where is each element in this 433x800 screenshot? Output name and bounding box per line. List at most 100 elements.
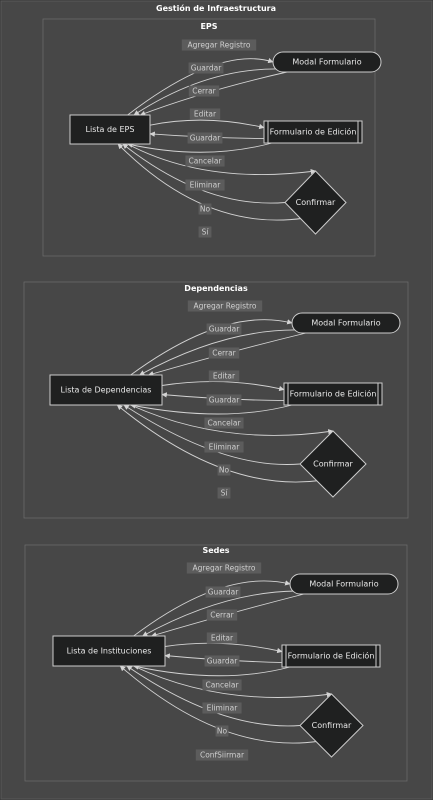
edge-label: Editar [213,372,236,381]
confirm-node-label: Confirmar [296,198,336,207]
edge-label-bg [195,749,249,761]
edge-label: Cancelar [205,681,239,690]
edge-label: Guardar [209,396,240,405]
edge-labels: Agregar RegistroGuardarCerrarEditarGuard… [181,39,257,238]
edge-label-bg [198,226,212,238]
edge-label: Guardar [209,325,240,334]
list-node [49,374,163,406]
edge-label: Cerrar [212,349,236,358]
edge-label-bg [181,39,257,51]
edge-arrow [133,665,333,698]
modal-node [272,51,382,73]
edge-label: Guardar [208,588,239,597]
list-node-label: Lista de EPS [86,125,135,134]
modal-node-label: Modal Formulario [309,580,378,589]
edge-label: Eliminar [207,704,239,713]
edge-label: Sí [202,228,210,237]
cluster-title: Sedes [202,546,229,555]
edge-label: Agregar Registro [194,302,257,311]
edge-arrow [149,119,265,130]
edge-arrow [133,68,280,116]
modal-node-label: Modal Formulario [311,319,380,328]
edit-node-label: Formulario de Edición [290,389,377,399]
modal-node-label: Modal Formulario [292,58,361,67]
modal-node [291,312,401,334]
edge-label-bg [206,323,242,335]
edge-arrow [122,143,286,204]
edge-label-bg [202,679,242,691]
edge-labels: Agregar RegistroGuardarCerrarEditarGuard… [187,300,263,499]
edge-label-bg [217,487,231,499]
edge-arrow [164,642,283,654]
edge-label: Guardar [207,657,238,666]
edge-label-bg [208,370,240,382]
edge-label: ConfSiirmar [200,751,245,760]
edge-label: Sí [221,489,229,498]
edit-node [281,644,381,668]
edge-arrow [133,664,291,677]
edge-label-bg [206,609,238,621]
edge-label: Cancelar [188,157,222,166]
edge-label-bg [208,347,240,359]
edge-arrow [139,329,299,376]
edge-label: Eliminar [190,181,222,190]
edge-label-bg [188,85,220,97]
edge-label: Editar [194,110,217,119]
edge-label-bg [205,586,241,598]
edge-label: No [217,727,228,736]
edge-arrow [130,404,334,436]
edge-label: No [219,466,230,475]
edge-arrow [142,590,297,637]
edge-label-bg [206,394,242,406]
edge-label: No [200,205,211,214]
confirm-node [299,693,364,758]
edge-label-bg [217,464,231,476]
edge-arrow [127,143,317,175]
edge-label-bg [206,632,238,644]
edge-label: Guardar [190,134,221,143]
cluster-title: Dependencias [184,284,248,293]
edge-label-bg [188,62,224,74]
edge-label-bg [186,562,262,574]
edge-label: Agregar Registro [188,41,251,50]
edge-arrow [130,403,293,415]
modal-node [289,573,399,595]
edge-label: Guardar [191,64,222,73]
edge-label-bg [202,702,242,714]
nodes: Lista de Instituciones Modal FormularioFo… [52,573,399,758]
edge-labels: Agregar RegistroGuardarCerrarEditarGuard… [186,562,262,761]
edge-arrow [127,142,273,153]
edge-label-bg [215,725,229,737]
list-node [52,635,166,667]
edge-label: Cancelar [207,419,241,428]
edge-label: Editar [211,634,234,643]
edge-label-bg [204,417,244,429]
edge-label: Cerrar [192,87,216,96]
diagram-title: Gestión de Infraestructura [156,3,276,13]
edit-node-label: Formulario de Edición [270,127,357,137]
edge-label-bg [185,155,225,167]
list-node-label: Lista de Dependencias [61,386,152,395]
confirm-node-label: Confirmar [313,460,353,469]
edge-label-bg [187,300,263,312]
edge-label-bg [204,441,244,453]
list-node-label: Lista de Instituciones [67,647,152,656]
edge-label-bg [187,132,223,144]
edge-label: Eliminar [209,443,241,452]
edge-label: Agregar Registro [193,564,256,573]
edge-label-bg [189,108,221,120]
edit-node-label: Formulario de Edición [288,651,375,661]
edge-label: Cerrar [210,611,234,620]
edge-label-bg [198,203,212,215]
cluster-title: EPS [200,22,217,31]
edge-label-bg [185,179,225,191]
edge-arrow [161,381,285,392]
confirm-node-label: Confirmar [312,721,352,730]
confirm-node [299,430,367,498]
edit-node [283,382,383,406]
nodes: Lista de Dependencias Modal FormularioFor… [49,312,401,498]
